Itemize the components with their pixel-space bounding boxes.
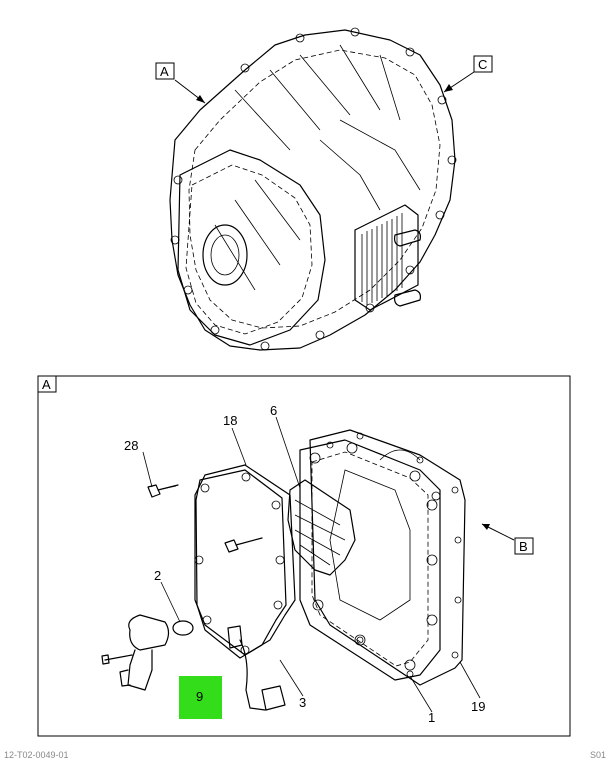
view-label-b-panel: B [514, 537, 534, 555]
sheet-number: S01 [589, 750, 606, 760]
drawing-number: 12-T02-0049-01 [4, 750, 69, 760]
leader-lines [142, 416, 481, 713]
callout-19: 19 [471, 699, 485, 714]
callout-2: 2 [154, 568, 161, 583]
svg-text:A: A [160, 64, 169, 79]
speed-sensor-drawing [101, 614, 170, 691]
svg-text:A: A [42, 377, 51, 392]
housing-1-drawing [299, 439, 441, 681]
callout-3: 3 [299, 695, 306, 710]
callout-9-highlight[interactable] [179, 676, 222, 719]
gasket-18-drawing [194, 464, 296, 656]
svg-text:B: B [519, 539, 528, 554]
callout-9[interactable]: 9 [196, 689, 203, 704]
callout-18: 18 [223, 413, 237, 428]
view-label-c-top: C [473, 55, 493, 73]
bolt-28b-drawing [224, 537, 263, 553]
callout-6: 6 [270, 403, 277, 418]
arrow-a-top [174, 79, 206, 104]
gasket-19-drawing [309, 429, 466, 686]
cover-plate-drawing [195, 469, 287, 659]
view-label-a-panel: A [37, 375, 57, 393]
svg-text:C: C [478, 57, 487, 72]
o-ring-2-drawing [172, 620, 194, 636]
arrow-c-top [443, 71, 475, 93]
callout-1: 1 [428, 710, 435, 725]
bolt-28-drawing [147, 484, 179, 498]
arrow-b-panel [481, 523, 515, 541]
detail-panel-frame [37, 375, 571, 737]
view-label-a-top: A [155, 62, 175, 80]
transmission-housing-drawing [169, 27, 457, 351]
separator-plate-6-drawing [287, 479, 356, 576]
connector-9-drawing [227, 625, 286, 711]
callout-28: 28 [124, 438, 138, 453]
